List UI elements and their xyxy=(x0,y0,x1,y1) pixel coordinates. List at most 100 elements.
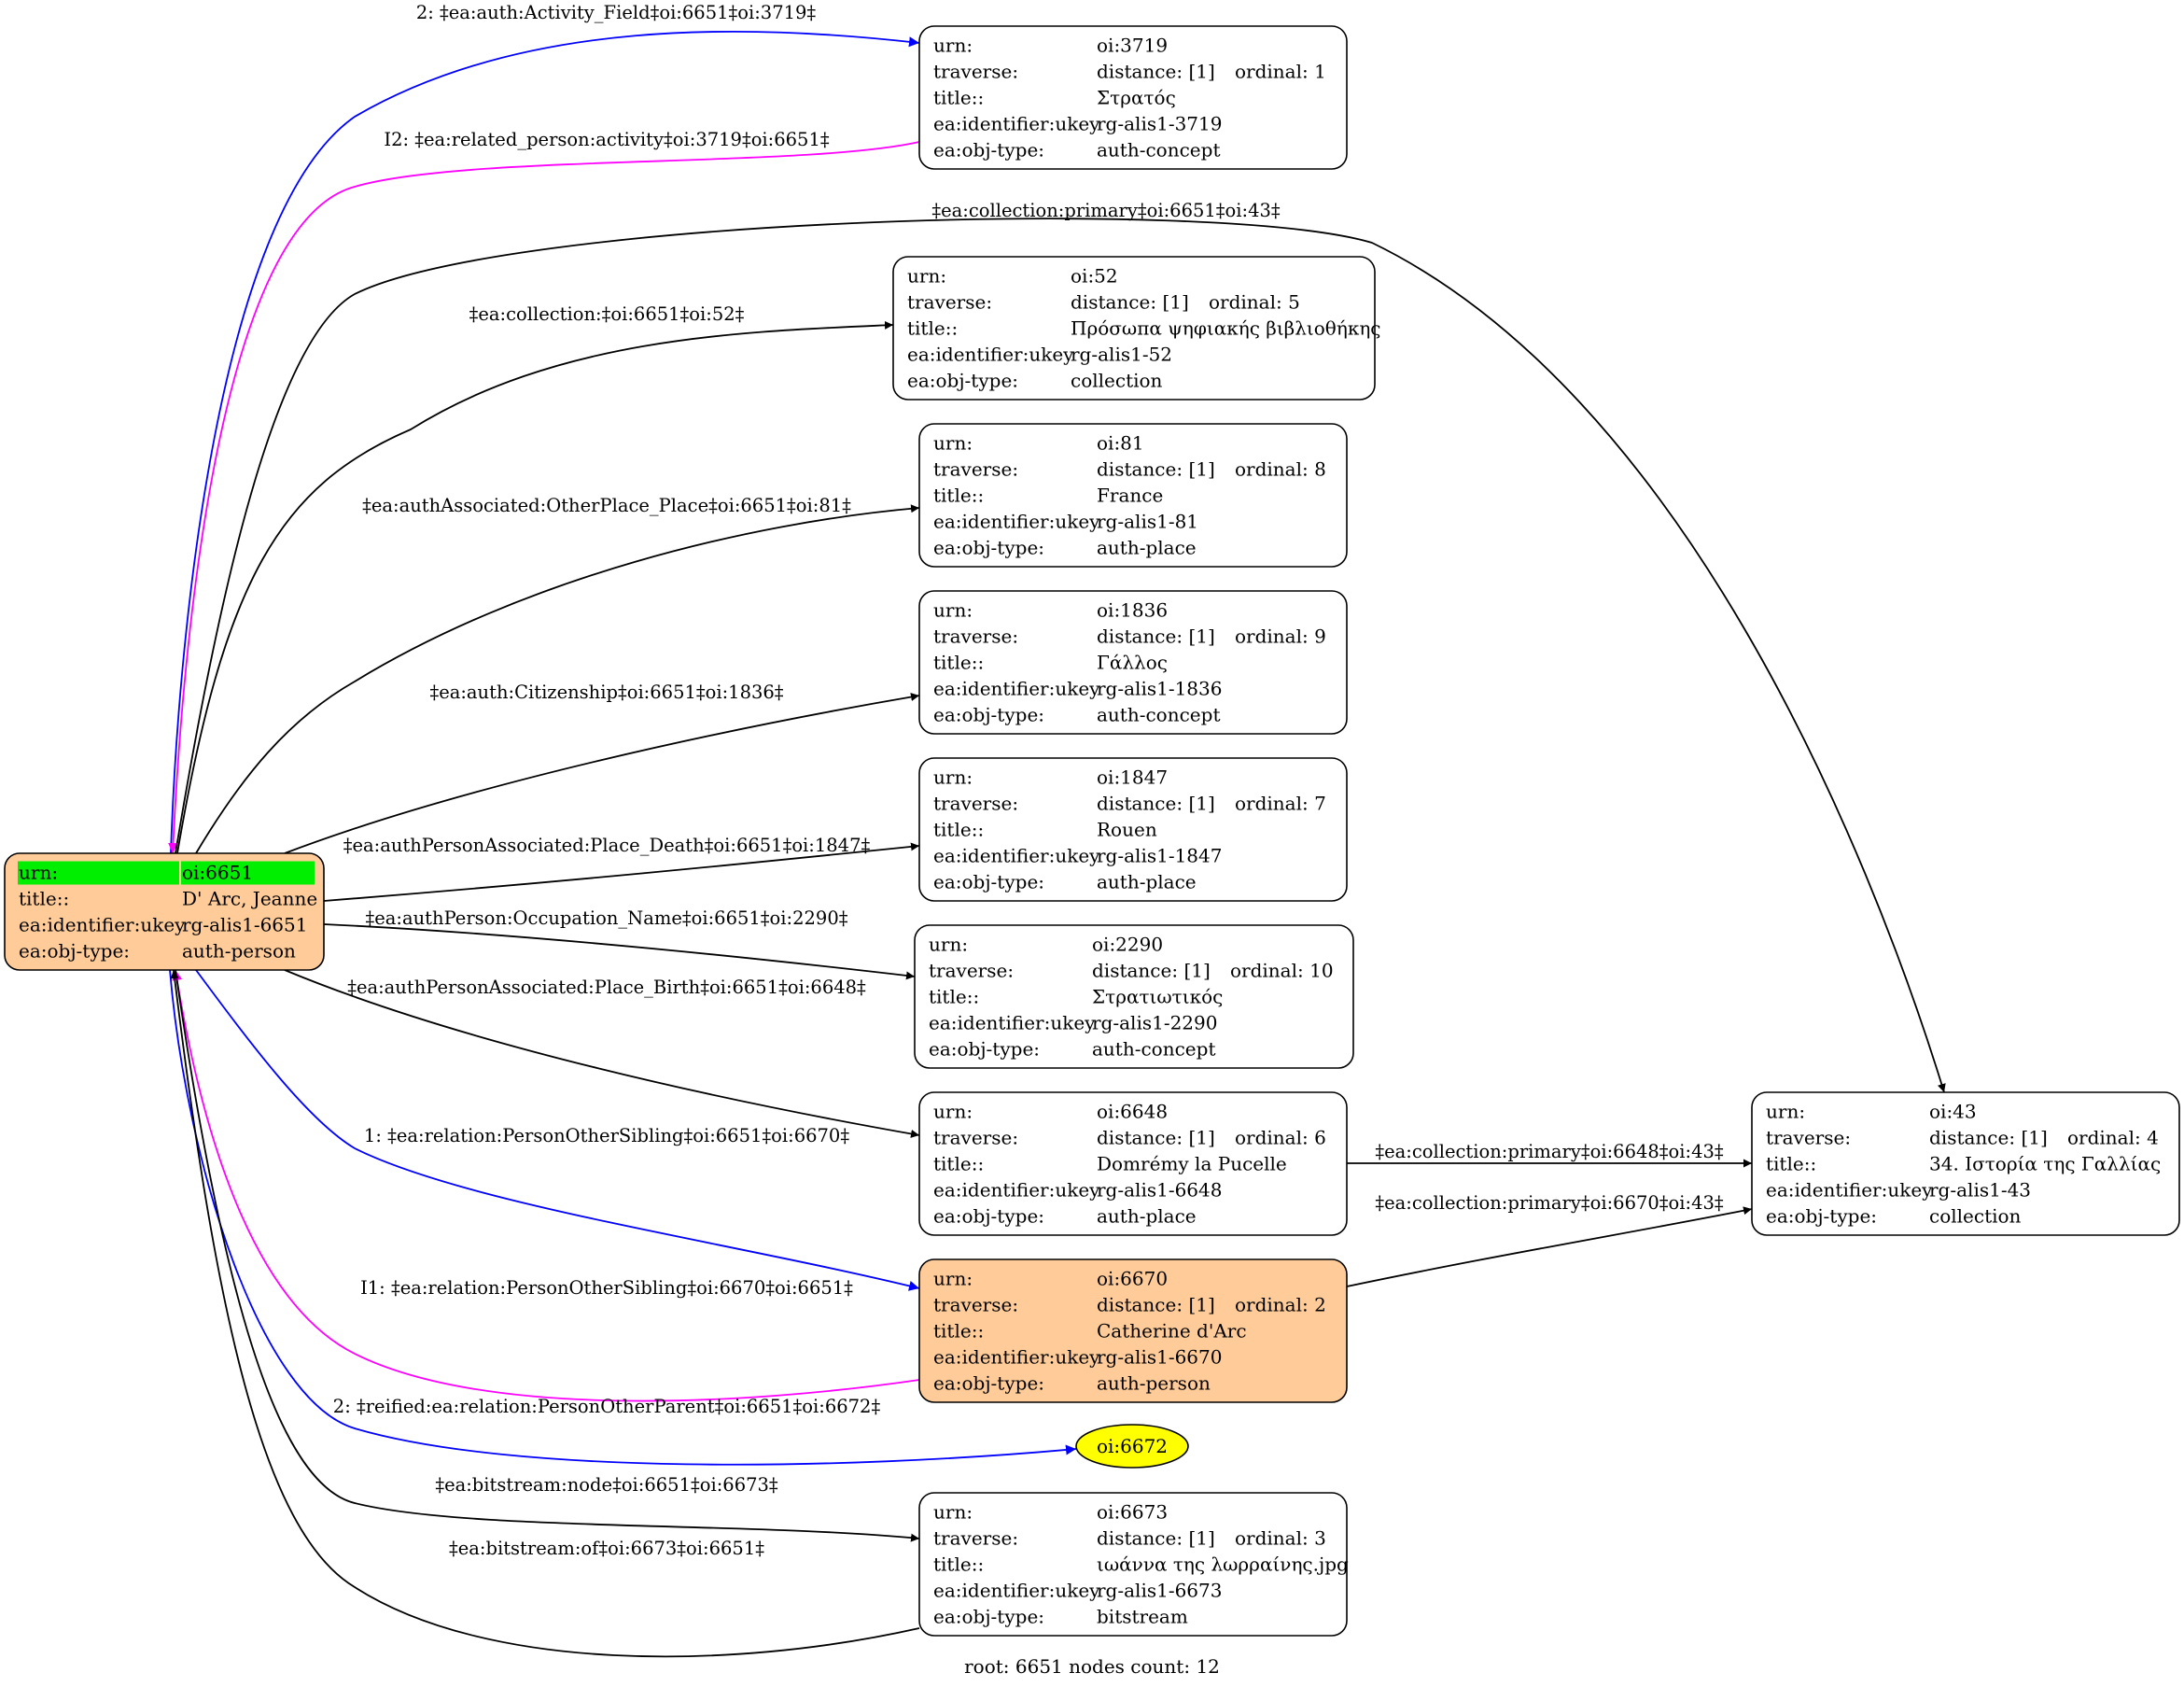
field-value: oi:3719 xyxy=(1097,35,1168,57)
field-key: urn: xyxy=(907,265,946,288)
node-box xyxy=(918,1091,1348,1236)
field-key: title:: xyxy=(933,1320,984,1343)
field-key: ea:identifier:ukey xyxy=(933,1179,1100,1202)
field-value: Catherine d'Arc xyxy=(1097,1320,1247,1343)
field-value: distance: [1] xyxy=(1092,960,1211,982)
field-value: rg-alis1-43 xyxy=(1929,1179,2031,1202)
field-value: Στρατός xyxy=(1097,87,1176,109)
field-value: oi:1847 xyxy=(1097,766,1168,789)
field-value: distance: [1] xyxy=(1097,1294,1215,1316)
field-value: distance: [1] xyxy=(1097,1527,1215,1550)
field-ordinal: ordinal: 4 xyxy=(2067,1127,2159,1149)
field-key: title:: xyxy=(1766,1153,1816,1175)
field-value: ιωάννα της λωρραίνης.jpg xyxy=(1097,1553,1349,1576)
field-value: Γάλλος xyxy=(1097,652,1168,674)
node-box xyxy=(918,590,1348,735)
field-value: rg-alis1-6651 xyxy=(182,914,307,936)
field-value: oi:43 xyxy=(1929,1101,1977,1123)
edge-place-birth xyxy=(284,969,920,1138)
field-key: ea:obj-type: xyxy=(933,704,1044,726)
field-value: rg-alis1-6670 xyxy=(1097,1346,1222,1369)
field-key: ea:identifier:ukey xyxy=(933,113,1100,135)
field-key: ea:identifier:ukey xyxy=(933,678,1100,700)
field-value: auth-concept xyxy=(1092,1038,1215,1061)
field-value: Domrémy la Pucelle xyxy=(1097,1153,1287,1175)
field-key: title:: xyxy=(933,1553,984,1576)
field-value: oi:6651 xyxy=(182,862,253,884)
field-key: title:: xyxy=(933,87,984,109)
field-key: title:: xyxy=(929,986,979,1008)
field-ordinal: ordinal: 9 xyxy=(1235,626,1326,648)
field-ordinal: ordinal: 7 xyxy=(1235,793,1326,815)
field-key: ea:obj-type: xyxy=(933,1205,1044,1228)
field-value: rg-alis1-1847 xyxy=(1097,845,1222,867)
field-key: traverse: xyxy=(1766,1127,1851,1149)
field-key: ea:identifier:ukey xyxy=(1766,1179,1933,1202)
field-key: traverse: xyxy=(907,291,992,314)
edge-label-occupation: ‡ea:authPerson:Occupation_Name‡oi:6651‡o… xyxy=(366,907,848,929)
field-value: distance: [1] xyxy=(1097,626,1215,648)
ellipse-node-label: oi:6672 xyxy=(1097,1435,1168,1457)
edge-other-place xyxy=(195,504,920,854)
field-ordinal: ordinal: 6 xyxy=(1235,1127,1326,1149)
field-key: traverse: xyxy=(933,1127,1018,1149)
edge-label-activity-field: 2: ‡ea:auth:Activity_Field‡oi:6651‡oi:37… xyxy=(416,2,817,23)
field-key: traverse: xyxy=(933,1294,1018,1316)
ellipse-node xyxy=(1075,1424,1189,1469)
field-key: ea:identifier:ukey xyxy=(19,914,186,936)
node-box xyxy=(918,25,1348,170)
field-key: ea:obj-type: xyxy=(19,940,130,963)
field-value: oi:2290 xyxy=(1092,934,1163,956)
field-key: ea:identifier:ukey xyxy=(907,344,1074,366)
field-key: urn: xyxy=(933,766,973,789)
field-value: collection xyxy=(1929,1205,2022,1228)
field-key: urn: xyxy=(933,1268,973,1290)
edge-citizenship xyxy=(284,693,920,854)
field-value: auth-concept xyxy=(1097,139,1220,162)
field-ordinal: ordinal: 10 xyxy=(1230,960,1334,982)
field-value: 34. Ιστορία της Γαλλίας xyxy=(1929,1153,2161,1175)
node-box xyxy=(918,1258,1348,1403)
edge-collection-52 xyxy=(176,320,894,854)
edge-collection-primary-6670 xyxy=(1346,1206,1753,1287)
field-key: traverse: xyxy=(933,793,1018,815)
field-key: traverse: xyxy=(929,960,1014,982)
edge-sibling xyxy=(195,969,920,1291)
field-value: auth-person xyxy=(182,940,296,963)
field-value: oi:6648 xyxy=(1097,1101,1168,1123)
edge-label-related-person-activity: I2: ‡ea:related_person:activity‡oi:3719‡… xyxy=(384,129,829,150)
field-value: bitstream xyxy=(1097,1606,1188,1628)
field-key: ea:identifier:ukey xyxy=(933,511,1100,533)
edge-label-citizenship: ‡ea:auth:Citizenship‡oi:6651‡oi:1836‡ xyxy=(429,682,783,703)
urn-key-highlight xyxy=(18,861,179,885)
field-key: ea:obj-type: xyxy=(933,139,1044,162)
edge-label-place-death: ‡ea:authPersonAssociated:Place_Death‡oi:… xyxy=(343,835,871,856)
node-box xyxy=(918,757,1348,902)
field-value: oi:81 xyxy=(1097,432,1144,455)
edge-label-other-place: ‡ea:authAssociated:OtherPlace_Place‡oi:6… xyxy=(362,495,851,516)
field-ordinal: ordinal: 2 xyxy=(1235,1294,1326,1316)
field-key: ea:obj-type: xyxy=(929,1038,1040,1061)
edge-label-collection-primary-6670: ‡ea:collection:primary‡oi:6670‡oi:43‡ xyxy=(1375,1192,1724,1214)
node-n6672[interactable]: oi:6672 xyxy=(1075,1424,1189,1469)
edge-collection-primary-6651 xyxy=(175,218,1946,1093)
footer-summary: root: 6651 nodes count: 12 xyxy=(964,1655,1220,1678)
edge-label-bitstream-of: ‡ea:bitstream:of‡oi:6673‡oi:6651‡ xyxy=(449,1538,764,1559)
field-value: Στρατιωτικός xyxy=(1092,986,1223,1008)
edge-label-collection-52: ‡ea:collection:‡oi:6651‡oi:52‡ xyxy=(469,303,745,325)
field-value: auth-place xyxy=(1097,1205,1197,1228)
edge-occupation xyxy=(323,923,916,980)
